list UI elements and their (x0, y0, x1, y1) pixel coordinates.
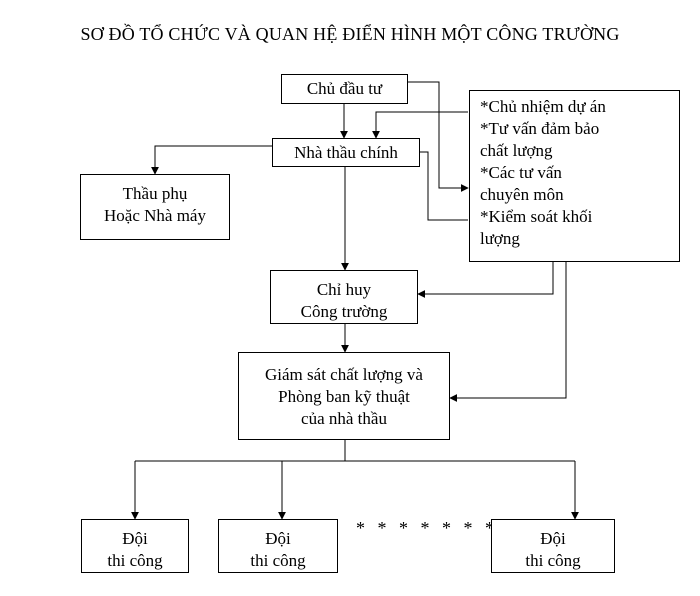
edge-owner-consultants (408, 81, 469, 192)
node-consultants-line-7: lượng (480, 229, 520, 248)
node-quality-dept-line-2: Phòng ban kỹ thuật (278, 387, 410, 406)
edge-contractor-consultants-b (420, 151, 468, 221)
node-consultants-line-5: chuyên môn (480, 185, 564, 204)
node-owner-line-1: Chủ đầu tư (306, 79, 383, 98)
node-site-command-line-2: Công trường (300, 302, 388, 321)
edge-consultants-command (417, 262, 554, 298)
edge-consultants-contractor-a (372, 111, 468, 139)
node-main-contractor-line-1: Nhà thầu chính (294, 143, 398, 162)
node-quality-dept-line-1: Giám sát chất lượng và (265, 365, 423, 384)
node-quality-dept: Giám sát chất lượng và Phòng ban kỹ thuậ… (238, 352, 450, 440)
node-consultants-line-4: *Các tư vấn (480, 163, 562, 182)
node-team-1-line-2: thi công (107, 551, 163, 570)
node-team-3-line-1: Đội (540, 529, 566, 548)
node-team-3: Đội thi công (491, 519, 615, 573)
node-team-3-line-2: thi công (525, 551, 581, 570)
node-subcontractor: Thầu phụ Hoặc Nhà máy (80, 174, 230, 240)
node-owner: Chủ đầu tư (281, 74, 408, 104)
node-subcontractor-line-1: Thầu phụ (122, 184, 188, 203)
node-team-1-line-1: Đội (122, 529, 148, 548)
node-main-contractor: Nhà thầu chính (272, 138, 420, 167)
node-site-command-line-1: Chỉ huy (316, 280, 372, 299)
node-team-2-line-1: Đội (265, 529, 291, 548)
node-team-2-line-2: thi công (250, 551, 306, 570)
node-team-2: Đội thi công (218, 519, 338, 573)
node-consultants-line-1: *Chủ nhiệm dự án (480, 97, 606, 116)
diagram-title: SƠ ĐỒ TỔ CHỨC VÀ QUAN HỆ ĐIỂN HÌNH MỘT C… (80, 24, 620, 44)
node-consultants-line-3: chất lượng (480, 141, 553, 160)
node-team-1: Đội thi công (81, 519, 189, 573)
node-quality-dept-line-3: của nhà thầu (301, 409, 387, 428)
edge-consultants-quality (449, 262, 567, 402)
node-consultants-line-6: *Kiểm soát khối (480, 207, 593, 226)
node-site-command: Chỉ huy Công trường (270, 270, 418, 324)
ellipsis-more-teams: * * * * * * * (356, 518, 498, 538)
node-consultants: *Chủ nhiệm dự án *Tư vấn đảm bảo chất lư… (469, 90, 680, 262)
node-subcontractor-line-2: Hoặc Nhà máy (104, 206, 206, 225)
node-consultants-line-2: *Tư vấn đảm bảo (480, 119, 600, 138)
edge-contractor-sub (151, 145, 272, 175)
